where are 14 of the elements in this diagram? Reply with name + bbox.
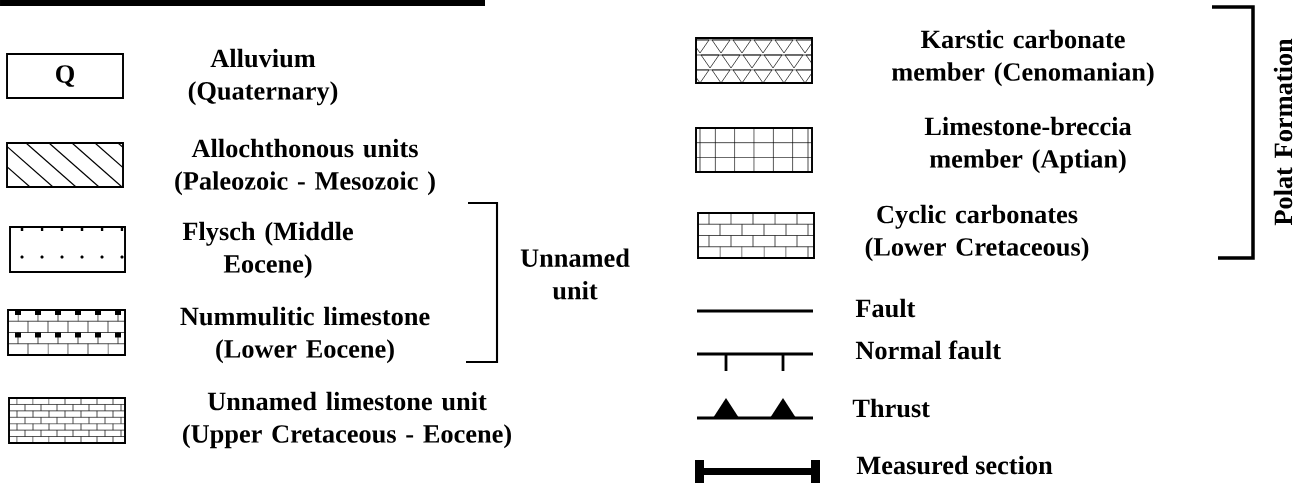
legend-label: Thrust xyxy=(852,398,930,418)
legend-label: Alluvium (Quaternary) xyxy=(188,48,338,106)
group-label: Polat Formation xyxy=(1273,38,1293,226)
legend-label: Flysch (Middle Eocene) xyxy=(182,221,353,279)
legend-label: Allochthonous units (Paleozoic - Mesozoic ) xyxy=(175,138,435,196)
legend-label: Measured section xyxy=(856,455,1053,475)
legend-label: Cyclic carbonates (Lower Cretaceous) xyxy=(865,204,1089,262)
legend-label: Fault xyxy=(855,298,916,318)
legend-label: Nummulitic limestone (Lower Eocene) xyxy=(180,306,430,364)
group-label: Unnamed unit xyxy=(520,248,630,300)
legend-label: Unnamed limestone unit (Upper Cretaceous - Eocene) xyxy=(183,391,511,449)
legend-label: Karstic carbonate member (Cenomanian) xyxy=(891,29,1154,87)
legend-label: Normal fault xyxy=(855,340,1001,360)
legend-label: Limestone-breccia member (Aptian) xyxy=(924,116,1132,174)
